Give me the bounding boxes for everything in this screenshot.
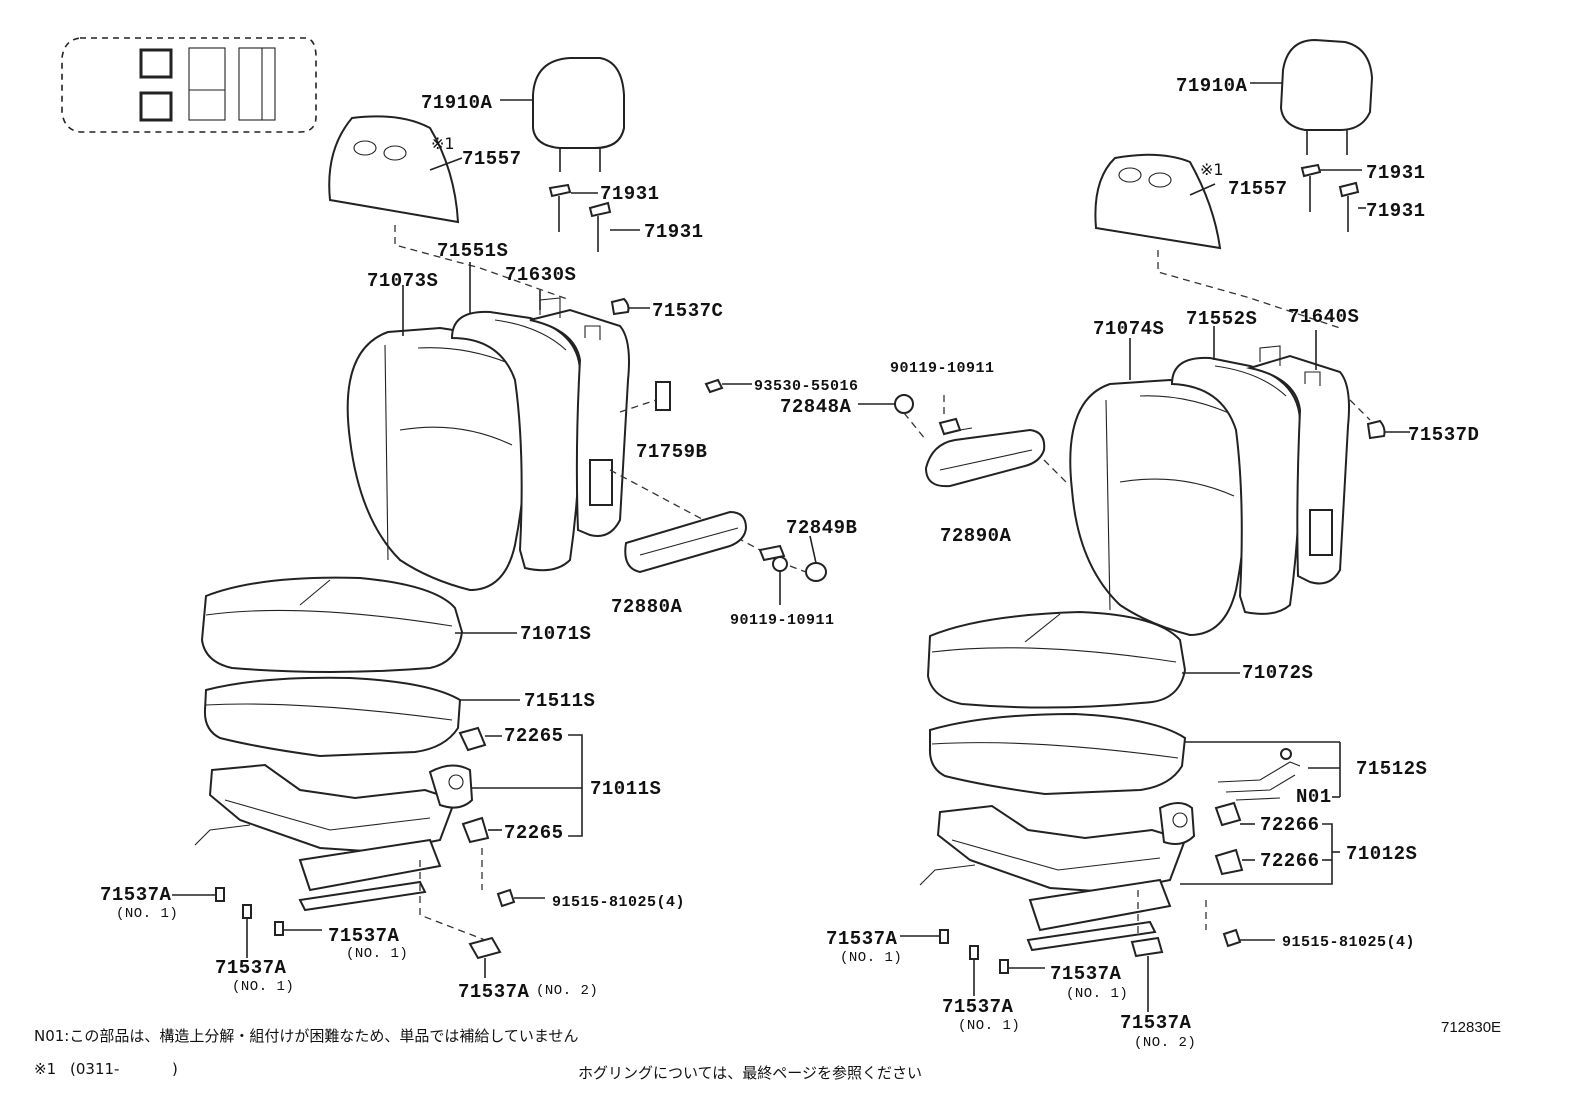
label-71552s: 71552S bbox=[1186, 308, 1258, 330]
left-seatback-cover bbox=[346, 285, 528, 592]
label-72849b: 72849B bbox=[786, 517, 858, 539]
label-71931-right-b: 71931 bbox=[1366, 200, 1426, 222]
label-72266-b: 72266 bbox=[1260, 850, 1320, 872]
label-72265-b: 72265 bbox=[504, 822, 564, 844]
label-71537a-right-2: 71537A bbox=[942, 996, 1014, 1018]
left-seatback-parts bbox=[609, 297, 761, 551]
label-71071s: 71071S bbox=[520, 623, 592, 645]
label-90119-10911-left: 90119-10911 bbox=[730, 612, 835, 629]
right-headrest-cover bbox=[1094, 153, 1222, 250]
left-seat-cushion-pad bbox=[203, 676, 520, 758]
right-seatback-parts bbox=[1349, 399, 1410, 440]
label-71931-right-a: 71931 bbox=[1366, 162, 1426, 184]
left-seat-adjusters bbox=[458, 726, 583, 844]
label-71557-right: 71557 bbox=[1228, 178, 1288, 200]
label-71931-left-b: 71931 bbox=[644, 221, 704, 243]
right-small-parts bbox=[900, 890, 1275, 1012]
label-71537a-right-3: 71537A bbox=[1050, 963, 1122, 985]
diagram-code: 712830E bbox=[1441, 1019, 1502, 1036]
sublabel-no2-left: (NO. 2) bbox=[536, 983, 599, 999]
label-71537d: 71537D bbox=[1408, 424, 1480, 446]
left-seatback-frame bbox=[529, 290, 630, 537]
label-71537a-left-4: 71537A bbox=[458, 981, 530, 1003]
label-91515-81025-right: 91515-81025(4) bbox=[1282, 934, 1416, 951]
left-headrest bbox=[500, 57, 625, 172]
label-72880a: 72880A bbox=[611, 596, 683, 618]
left-headrest-cover bbox=[328, 115, 463, 224]
label-71537a-right-4: 71537A bbox=[1120, 1012, 1192, 1034]
left-seat-cushion-cover bbox=[200, 576, 517, 673]
note-mark1-close: ) bbox=[172, 1060, 178, 1078]
label-71910a-right: 71910A bbox=[1176, 75, 1248, 97]
label-71640s: 71640S bbox=[1288, 306, 1360, 328]
label-71931-left-a: 71931 bbox=[600, 183, 660, 205]
label-71759b: 71759B bbox=[636, 441, 708, 463]
label-71074s: 71074S bbox=[1093, 318, 1165, 340]
label-72265-a: 72265 bbox=[504, 725, 564, 747]
sublabel-no2-right: (NO. 2) bbox=[1134, 1035, 1197, 1051]
label-71557-left: 71557 bbox=[462, 148, 522, 170]
label-71511s: 71511S bbox=[524, 690, 596, 712]
label-71910a-left: 71910A bbox=[421, 92, 493, 114]
right-headrest bbox=[1250, 38, 1374, 155]
right-wire-harness bbox=[1217, 742, 1341, 801]
left-seat-track bbox=[194, 763, 582, 912]
label-71072s: 71072S bbox=[1242, 662, 1314, 684]
note-n01: N01:この部品は、構造上分解・組付けが困難なため、単品では補給していません bbox=[34, 1027, 579, 1045]
label-72848a: 72848A bbox=[780, 396, 852, 418]
label-91515-81025-left: 91515-81025(4) bbox=[552, 894, 686, 911]
right-seatback-cover bbox=[1069, 338, 1248, 637]
label-71012s: 71012S bbox=[1346, 843, 1418, 865]
sublabel-no1-right-3: (NO. 1) bbox=[1066, 986, 1129, 1002]
sublabel-no1-right-1: (NO. 1) bbox=[840, 950, 903, 966]
right-seat-cushion-cover bbox=[926, 610, 1240, 709]
right-seatback-frame bbox=[1246, 330, 1350, 585]
left-headrest-supports bbox=[548, 183, 640, 252]
label-71537a-left-1: 71537A bbox=[100, 884, 172, 906]
label-71512s: 71512S bbox=[1356, 758, 1428, 780]
note-mark1-range: (0311- bbox=[70, 1060, 120, 1078]
right-seat-cushion-pad bbox=[928, 712, 1340, 796]
right-headrest-supports bbox=[1300, 163, 1366, 232]
label-72890a: 72890A bbox=[940, 525, 1012, 547]
left-armrest bbox=[624, 510, 827, 605]
left-small-parts bbox=[172, 848, 545, 978]
label-71537a-left-2: 71537A bbox=[215, 957, 287, 979]
label-71551s: 71551S bbox=[437, 240, 509, 262]
sublabel-no1-left-2: (NO. 1) bbox=[232, 979, 295, 995]
sublabel-no1-left-1: (NO. 1) bbox=[116, 906, 179, 922]
label-90119-10911-right: 90119-10911 bbox=[890, 360, 995, 377]
note-mark1-prefix: ※1 bbox=[34, 1060, 57, 1078]
label-72266-a: 72266 bbox=[1260, 814, 1320, 836]
right-seat-track bbox=[919, 802, 1196, 952]
label-71537c: 71537C bbox=[652, 300, 724, 322]
seat-layout-thumbnail bbox=[61, 37, 317, 133]
label-71537a-left-3: 71537A bbox=[328, 925, 400, 947]
right-armrest bbox=[858, 394, 1067, 488]
label-71011s: 71011S bbox=[590, 778, 662, 800]
label-mark-right: ※1 bbox=[1200, 160, 1224, 179]
label-71537a-right-1: 71537A bbox=[826, 928, 898, 950]
note-grommet: ホグリングについては、最終ページを参照ください bbox=[578, 1064, 922, 1082]
sublabel-no1-right-2: (NO. 1) bbox=[958, 1018, 1021, 1034]
label-71073s: 71073S bbox=[367, 270, 439, 292]
label-71630s: 71630S bbox=[505, 264, 577, 286]
label-93530-55016: 93530-55016 bbox=[754, 378, 859, 395]
label-n01: N01 bbox=[1296, 786, 1332, 808]
label-mark-left: ※1 bbox=[431, 134, 455, 153]
sublabel-no1-left-3: (NO. 1) bbox=[346, 946, 409, 962]
right-seat-adjusters bbox=[1180, 801, 1340, 885]
